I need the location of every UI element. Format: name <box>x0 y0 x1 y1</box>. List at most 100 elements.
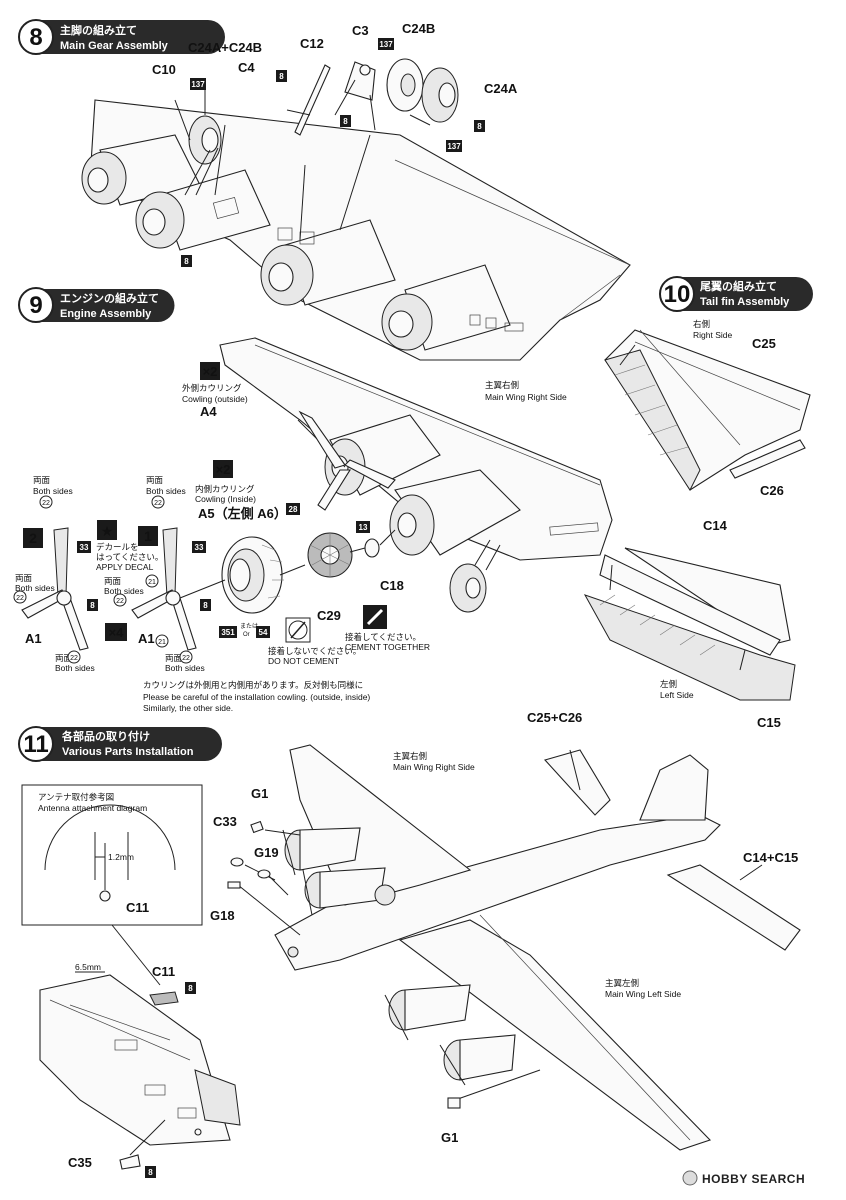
step-10-number: 10 <box>664 281 691 308</box>
qty-x4: ×4 <box>109 625 125 640</box>
label-c25: C25 <box>752 336 776 351</box>
main-wing-right-en-9: Main Wing Right Side <box>485 392 567 402</box>
step-10-title-jp: 尾翼の組み立て <box>699 279 777 293</box>
apply-decal-en: APPLY DECAL <box>96 562 154 572</box>
both-sides-jp-5: 両面 <box>55 653 73 663</box>
qty-x2-inner: ×2 <box>216 462 231 477</box>
step-9-title-jp: エンジンの組み立て <box>60 291 159 305</box>
svg-text:★: ★ <box>101 523 114 539</box>
cement-jp: 接着してください。 <box>345 632 421 642</box>
cowling-note-en-1: Please be careful of the installation co… <box>143 692 370 702</box>
qty-x2-outer: ×2 <box>203 364 218 379</box>
label-c10: C10 <box>152 62 176 77</box>
aircraft-top-view <box>227 744 801 1151</box>
radial-engine-c29 <box>307 532 353 578</box>
cowling-inside-en: Cowling (Inside) <box>195 494 256 504</box>
svg-text:22: 22 <box>182 655 190 662</box>
both-sides-jp-2: 両面 <box>146 475 164 485</box>
inner-engine-a5 <box>389 469 521 556</box>
cowling-outside-jp: 外側カウリング <box>182 383 242 393</box>
svg-text:8: 8 <box>148 1168 153 1177</box>
svg-text:22: 22 <box>116 598 124 605</box>
step-9-title-en: Engine Assembly <box>60 308 152 320</box>
both-sides-en-3: Both sides <box>15 583 55 593</box>
no-cement-jp: 接着しないでください。 <box>268 646 361 656</box>
label-a4: A4 <box>200 404 217 419</box>
label-g1-top: G1 <box>251 786 268 801</box>
gear-strut-c12 <box>286 64 331 136</box>
label-c24b: C24B <box>402 21 435 36</box>
label-g18: G18 <box>210 908 235 923</box>
svg-text:22: 22 <box>154 500 162 507</box>
label-c26: C26 <box>760 483 784 498</box>
main-wing-left-en: Main Wing Left Side <box>605 989 681 999</box>
step-8-title-en: Main Gear Assembly <box>60 40 169 52</box>
svg-text:22: 22 <box>42 500 50 507</box>
svg-text:21: 21 <box>158 639 166 646</box>
svg-text:22: 22 <box>16 595 24 602</box>
propeller-1 <box>131 527 197 651</box>
svg-text:33: 33 <box>195 543 204 552</box>
step-10-labels: 右側 Right Side C25 C26 C14 左側 Left Side C… <box>660 319 784 730</box>
svg-text:8: 8 <box>188 984 193 993</box>
cement-en: CEMENT TOGETHER <box>345 642 430 652</box>
step-9-labels: ×2 外側カウリング Cowling (outside) A4 主翼右側 Mai… <box>13 362 567 713</box>
label-c3: C3 <box>352 23 369 38</box>
dim-6-5mm: 6.5mm <box>75 962 101 972</box>
svg-text:137: 137 <box>191 80 205 89</box>
apply-decal-jp-2: はってください。 <box>96 552 163 562</box>
label-c33: C33 <box>213 814 237 829</box>
antenna-title-jp: アンテナ取付参考図 <box>38 792 114 802</box>
svg-text:28: 28 <box>289 505 298 514</box>
main-wing-right-en-11: Main Wing Right Side <box>393 762 475 772</box>
step-8-number: 8 <box>29 24 42 51</box>
label-a5-a6: A5（左側 A6） <box>198 506 287 521</box>
step-11-labels: C25+C26 主翼右側 Main Wing Right Side G1 C33… <box>210 710 798 1145</box>
decal-star-icon <box>97 520 117 540</box>
spinner-c18 <box>364 538 380 558</box>
no-cement-en: DO NOT CEMENT <box>268 656 339 666</box>
svg-text:8: 8 <box>279 72 284 81</box>
step-11-header: 11 各部品の取り付け Various Parts Installation <box>18 726 222 762</box>
watermark-text: HOBBY SEARCH <box>702 1172 805 1186</box>
gear-wheel-left-assembled <box>184 115 222 196</box>
both-sides-jp-3: 両面 <box>15 573 33 583</box>
or-en: Or <box>243 632 250 638</box>
engine-wing-drawing <box>21 337 613 651</box>
svg-text:33: 33 <box>80 543 89 552</box>
antenna-inset: アンテナ取付参考図 Antenna attachment diagram 1.2… <box>21 784 203 986</box>
svg-text:8: 8 <box>184 257 189 266</box>
label-g19: G19 <box>254 845 279 860</box>
cowling-note-en-2: Similarly, the other side. <box>143 703 233 713</box>
label-c14: C14 <box>703 518 728 533</box>
svg-text:8: 8 <box>203 601 208 610</box>
both-sides-en-4: Both sides <box>104 586 144 596</box>
main-wing-left-jp: 主翼左側 <box>605 978 639 988</box>
step-11-title-en: Various Parts Installation <box>62 746 194 758</box>
tail-left-en: Left Side <box>660 690 694 700</box>
label-c11-closeup: C11 <box>152 964 175 979</box>
step-8-labels: C24A+C24B C12 C3 C24B C24A C10 C4 <box>152 21 518 96</box>
label-a1-right: A1 <box>138 631 155 646</box>
antenna-title-en: Antenna attachment diagram <box>38 803 147 813</box>
outer-engine-a4 <box>297 410 441 511</box>
both-sides-en-5: Both sides <box>55 663 95 673</box>
label-c12: C12 <box>300 36 324 51</box>
label-g1-bottom: G1 <box>441 1130 458 1145</box>
svg-text:21: 21 <box>148 579 156 586</box>
svg-text:13: 13 <box>359 523 368 532</box>
tail-right-jp: 右側 <box>693 319 710 329</box>
both-sides-en-2: Both sides <box>146 486 186 496</box>
step-11-title-jp: 各部品の取り付け <box>61 729 150 743</box>
tail-right-drawing <box>604 329 811 492</box>
propeller-mark-2: 2 <box>29 530 37 546</box>
label-c4: C4 <box>238 60 255 75</box>
label-c14-c15: C14+C15 <box>743 850 798 865</box>
svg-text:8: 8 <box>90 601 95 610</box>
svg-text:54: 54 <box>259 628 268 637</box>
both-sides-jp-6: 両面 <box>165 653 183 663</box>
label-c24a-c24b: C24A+C24B <box>188 40 262 55</box>
step-8-badges: 137 137 8 8 8 137 8 <box>181 38 485 267</box>
both-sides-en-1: Both sides <box>33 486 73 496</box>
